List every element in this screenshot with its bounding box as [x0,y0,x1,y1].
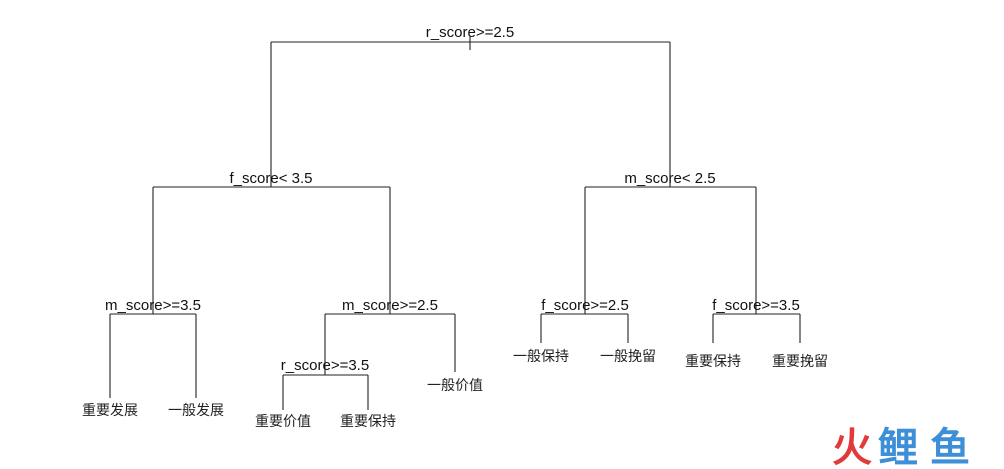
split-label-n6: f_score>=2.5 [541,297,629,314]
watermark-char-2: 鲤 [878,425,918,469]
watermark-char-3: 鱼 [930,425,970,469]
leaf-label-l1: 重要发展 [82,403,138,419]
split-label-n4: m_score>=3.5 [105,297,201,314]
split-label-n2: f_score< 3.5 [230,170,313,187]
watermark-char-1: 火 [832,425,872,469]
leaf-label-l9: 重要挽留 [772,354,828,370]
leaf-label-l6: 一般保持 [513,349,569,365]
tree-edges [109,36,801,410]
split-label-n5: m_score>=2.5 [342,297,438,314]
watermark-logo: 火 鲤 鱼 [832,425,970,469]
split-label-n1: r_score>=2.5 [426,24,514,41]
split-label-n3: m_score< 2.5 [624,170,715,187]
split-label-n7: f_score>=3.5 [712,297,800,314]
tree-labels: r_score>=2.5 f_score< 3.5 m_score< 2.5 m_sc… [82,24,828,430]
leaf-label-l4: 重要价值 [255,414,311,430]
split-label-n8: r_score>=3.5 [281,357,369,374]
leaf-label-l2: 一般发展 [168,403,224,419]
leaf-label-l5: 重要保持 [340,414,396,430]
leaf-label-l7: 一般挽留 [600,349,656,365]
leaf-label-l3: 一般价值 [427,378,483,394]
leaf-label-l8: 重要保持 [685,354,741,370]
